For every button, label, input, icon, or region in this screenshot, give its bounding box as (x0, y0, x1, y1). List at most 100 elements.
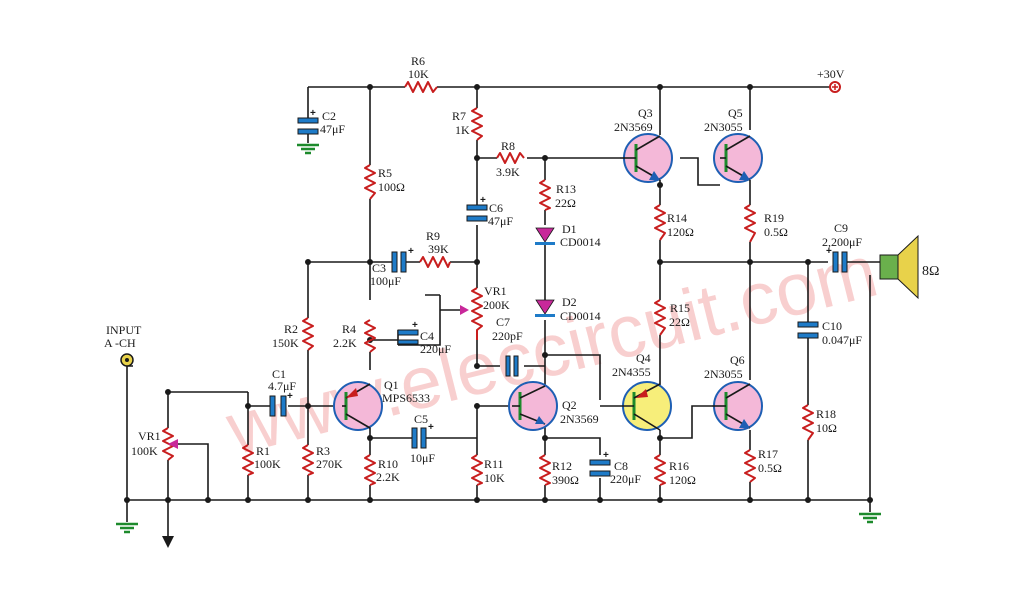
label-parts-q5-1: 2N3055 (704, 120, 743, 134)
label-parts-q2-1: 2N3569 (560, 412, 599, 426)
label-parts-q6-0: Q6 (730, 353, 745, 367)
capacitor-c3: + C3 100μF (370, 246, 414, 288)
label-parts-d1-0: D1 (562, 222, 577, 236)
label-label: + (408, 246, 414, 257)
ground-icon (297, 143, 319, 155)
label-parts-r19-1: 0.5Ω (764, 225, 788, 239)
label-parts-c10-1: 0.047μF (822, 333, 862, 347)
resistor-r1: R1 100K (242, 444, 281, 476)
supply-label: +30V (817, 67, 845, 81)
capacitor-c5: + C5 10μF (410, 412, 435, 465)
label-parts-r6-1: 10K (408, 67, 429, 81)
potentiometer-vr1-input[interactable]: VR1 100K (131, 427, 178, 461)
resistors: R6 10K R8 3.9K R9 39K R5 100Ω R7 1K R2 1… (242, 54, 837, 487)
label-parts-r11-1: 10K (484, 471, 505, 485)
label-parts-r16-0: R16 (669, 459, 689, 473)
label-parts-r4-0: R4 (342, 322, 356, 336)
label-parts-q1-0: Q1 (384, 378, 399, 392)
transistor-q1: Q1 MPS6533 (333, 378, 430, 431)
label-parts-c5-1: 10μF (410, 451, 435, 465)
diode-d2: D2 CD0014 (535, 295, 601, 323)
resistor-r18: R18 10Ω (802, 404, 837, 441)
label-parts-q1-1: MPS6533 (382, 391, 430, 405)
resistor-r12: R12 390Ω (539, 454, 579, 487)
label-parts-vr1a-1: 100K (131, 444, 158, 458)
resistor-r4: R4 2.2K (333, 319, 376, 353)
label-parts-r5-1: 100Ω (378, 180, 405, 194)
label-label: + (412, 320, 418, 331)
label-parts-r15-0: R15 (670, 301, 690, 315)
label-parts-c1-0: C1 (272, 367, 286, 381)
label-parts-c3-0: C3 (372, 261, 386, 275)
input-label-line2: A -CH (104, 336, 136, 350)
label-parts-d2-0: D2 (562, 295, 577, 309)
label-label: + (480, 195, 486, 206)
label-label: + (310, 108, 316, 119)
label-label: + (826, 246, 832, 257)
resistor-r16: R16 120Ω (654, 454, 696, 487)
label-parts-r8-1: 3.9K (496, 165, 520, 179)
label-parts-vr1a-0: VR1 (138, 429, 161, 443)
capacitors: + C2 47μF + C6 47μF + C3 100μF + C4 220μ… (268, 108, 862, 486)
output-arrow-icon (162, 536, 174, 548)
label-parts-q3-0: Q3 (638, 106, 653, 120)
resistor-r10: R10 2.2K (364, 454, 400, 486)
label-parts-q5-0: Q5 (728, 106, 743, 120)
capacitor-c8: + C8 220μF (589, 450, 641, 486)
label-parts-r18-1: 10Ω (816, 421, 837, 435)
input-label-line1: INPUT (106, 323, 142, 337)
speaker: 8Ω (879, 234, 939, 300)
label-parts-r16-1: 120Ω (669, 473, 696, 487)
label-parts-vr1b-1: 200K (483, 298, 510, 312)
label-parts-c1-1: 4.7μF (268, 379, 296, 393)
label-parts-r17-0: R17 (758, 447, 778, 461)
junctions (124, 84, 873, 503)
label-parts-c2-1: 47μF (320, 122, 345, 136)
label-parts-d1-1: CD0014 (560, 235, 601, 249)
resistor-r19: R19 0.5Ω (744, 204, 788, 243)
transistor-q4: Q4 2N4355 (612, 351, 672, 431)
label-parts-q3-1: 2N3569 (614, 120, 653, 134)
label-label: + (428, 422, 434, 433)
label-parts-r6-0: R6 (411, 54, 425, 68)
transistor-q6: Q6 2N3055 (704, 353, 763, 431)
speaker-impedance: 8Ω (922, 264, 939, 279)
label-parts-c4-1: 220μF (420, 342, 451, 356)
label-parts-c7-1: 220pF (492, 329, 523, 343)
capacitor-c6: + C6 47μF (466, 195, 513, 228)
resistor-r13: R13 22Ω (539, 179, 576, 211)
capacitor-c7: C7 220pF (492, 315, 523, 377)
label-parts-c6-0: C6 (489, 201, 503, 215)
capacitor-c1: + C1 4.7μF (268, 367, 296, 417)
label-parts-r14-1: 120Ω (667, 225, 694, 239)
label-parts-r10-0: R10 (378, 457, 398, 471)
label-parts-c3-1: 100μF (370, 274, 401, 288)
label-parts-r4-1: 2.2K (333, 336, 357, 350)
diodes: D1 CD0014 D2 CD0014 (535, 222, 601, 323)
potentiometer-vr1-bias[interactable]: VR1 200K (460, 284, 510, 340)
watermark-text: www.eleccircuit.com (218, 229, 885, 471)
label-parts-r8-0: R8 (501, 139, 515, 153)
transistors: Q1 MPS6533 Q2 2N3569 Q3 2N3569 (333, 106, 763, 431)
resistor-r8: R8 3.9K (496, 139, 525, 179)
label-parts-r12-0: R12 (552, 459, 572, 473)
label-parts-c9-1: 2,200μF (822, 235, 862, 249)
resistor-r9: R9 39K (419, 229, 451, 268)
label-parts-c7-0: C7 (496, 315, 510, 329)
label-parts-r10-1: 2.2K (376, 470, 400, 484)
resistor-r15: R15 22Ω (654, 299, 690, 336)
supply-terminal: +30V (817, 67, 845, 93)
transistor-q3: Q3 2N3569 (614, 106, 673, 183)
resistor-r11: R11 10K (471, 454, 505, 486)
ground-symbols (116, 143, 881, 548)
label-parts-r11-0: R11 (484, 457, 504, 471)
label-parts-q2-0: Q2 (562, 398, 577, 412)
capacitor-c4: + C4 220μF (397, 320, 451, 356)
transistor-q5: Q5 2N3055 (704, 106, 763, 183)
label-parts-vr1b-0: VR1 (484, 284, 507, 298)
label-parts-q4-0: Q4 (636, 351, 651, 365)
label-parts-r2-0: R2 (284, 322, 298, 336)
input-jack[interactable]: INPUT A -CH (104, 323, 142, 367)
label-parts-r18-0: R18 (816, 407, 836, 421)
capacitor-c10: C10 0.047μF (797, 319, 862, 347)
